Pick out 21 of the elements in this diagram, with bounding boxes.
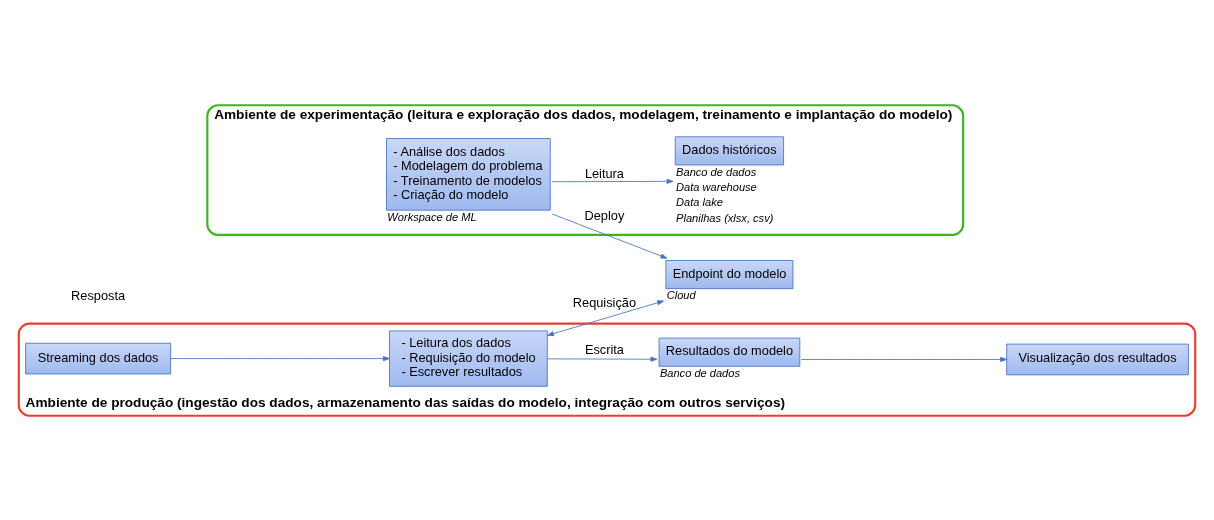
node-label: Banco de dados bbox=[659, 366, 740, 379]
node-label: Planilhas (xlsx, csv) bbox=[676, 211, 774, 224]
node-box: Visualização dos resultados bbox=[1006, 343, 1189, 375]
label: Resposta bbox=[71, 287, 126, 303]
node-label: Data warehouse bbox=[676, 180, 757, 193]
node-box: - Leitura dos dados - Requisição do modelo - Escrever resultados bbox=[389, 329, 548, 387]
edge-label: Escrita bbox=[584, 341, 624, 357]
edge-label: Deploy bbox=[584, 207, 625, 223]
arrow bbox=[547, 356, 658, 362]
node-label: Cloud bbox=[666, 288, 696, 301]
arrow bbox=[800, 356, 1008, 362]
node-label: Data lake bbox=[676, 195, 723, 208]
arrow bbox=[551, 213, 668, 259]
node-label: Workspace de ML bbox=[387, 210, 477, 223]
edge-label: Requisição bbox=[572, 294, 637, 310]
edge-label: Leitura bbox=[584, 165, 624, 181]
node-box: Streaming dos dados bbox=[25, 342, 172, 374]
arrow bbox=[547, 299, 664, 336]
node-label: Banco de dados bbox=[676, 165, 757, 178]
arrow bbox=[170, 355, 390, 361]
arrow bbox=[551, 178, 674, 184]
